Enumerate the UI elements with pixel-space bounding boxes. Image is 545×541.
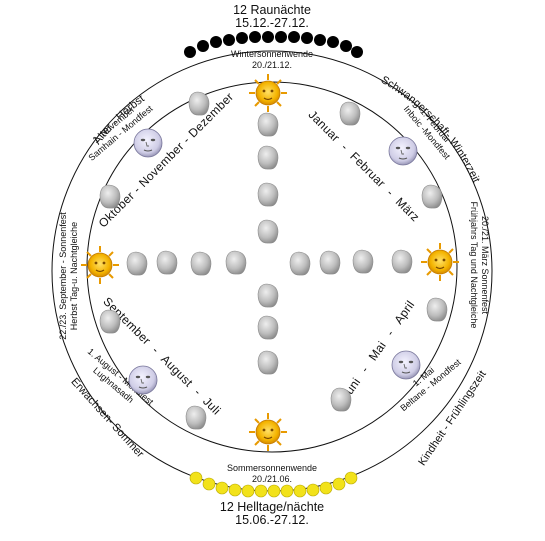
bead-icon [249,31,261,43]
sun-icon [249,413,287,451]
bead-icon [241,484,255,498]
bead-icon [327,36,339,48]
stone-icon [257,145,279,170]
bead-icon [319,481,333,495]
bead-icon [351,46,363,58]
stone-icon [99,184,121,209]
summer-solstice-label: Sommersonnenwende [227,463,317,473]
stone-icon [190,251,212,276]
months-autumn: Oktober-November-Dezember [96,90,237,231]
bead-icon [306,483,320,497]
stone-icon [319,250,341,275]
months-summer: September-August-Juli [100,294,223,417]
bead-icon [301,32,313,44]
bead-icon [210,36,222,48]
bead-icon [340,40,352,52]
svg-text:Frühjahrs Tag und Nachtgleiche: Frühjahrs Tag und Nachtgleiche [469,202,479,329]
bead-icon [288,31,300,43]
sun-icon [81,246,119,284]
festival-spring-equinox: 20./21. März Sonnenfest Frühjahrs Tag un… [469,202,490,329]
light-beads [189,471,358,498]
bead-icon [293,484,307,498]
winter-solstice-date: 20./21.12. [252,60,292,70]
bead-icon [223,34,235,46]
stone-icon [185,405,207,430]
bead-icon [314,34,326,46]
winter-solstice-label: Wintersonnenwende [231,49,313,59]
helltage-title: 12 Helltage/nächte [220,500,324,514]
stone-icon [156,250,178,275]
svg-text:20./21. März Sonnenfest: 20./21. März Sonnenfest [480,216,490,315]
stone-icon [257,219,279,244]
bead-icon [215,481,229,495]
stone-icon [188,91,210,116]
bead-icon [184,46,196,58]
festival-autumn-equinox: 22./23. September - Sonnenfest Herbst Ta… [58,212,79,340]
stone-icon [126,251,148,276]
stones-group [99,91,448,430]
stone-icon [426,297,448,322]
sun-icon [421,243,459,281]
months-winter: Januar-Februar-März [306,108,423,225]
sun-icon [249,74,287,112]
stone-icon [339,101,361,126]
stone-icon [391,249,413,274]
moon-icon [391,350,421,380]
stone-icon [257,350,279,375]
months-spring: Juni-Mai-April [339,298,418,402]
stone-icon [421,184,443,209]
summer-solstice-date: 20./21.06. [252,474,292,484]
stone-icon [225,250,247,275]
moon-icon [388,136,418,166]
raunaechte-title: 12 Raunächte [233,3,311,17]
stone-icon [99,309,121,334]
raunaechte-dates: 15.12.-27.12. [235,16,309,30]
bead-icon [202,477,216,491]
stone-icon [289,251,311,276]
bead-icon [267,484,281,498]
bead-icon [228,483,242,497]
bead-icon [197,40,209,52]
svg-text:22./23. September - Sonnenfest: 22./23. September - Sonnenfest [58,212,68,340]
bead-icon [332,477,346,491]
stone-icon [330,387,352,412]
moon-icon [128,365,158,395]
dark-beads [184,31,363,58]
stone-icon [352,249,374,274]
stone-icon [257,315,279,340]
moon-icon [133,128,163,158]
bead-icon [236,32,248,44]
bead-icon [344,471,358,485]
stone-icon [257,283,279,308]
svg-text:Herbst Tag-u. Nachtgleiche: Herbst Tag-u. Nachtgleiche [69,222,79,330]
bead-icon [254,484,268,498]
stone-icon [257,182,279,207]
bead-icon [262,31,274,43]
stone-icon [257,112,279,137]
helltage-dates: 15.06.-27.12. [235,513,309,527]
bead-icon [275,31,287,43]
bead-icon [189,471,203,485]
bead-icon [280,484,294,498]
